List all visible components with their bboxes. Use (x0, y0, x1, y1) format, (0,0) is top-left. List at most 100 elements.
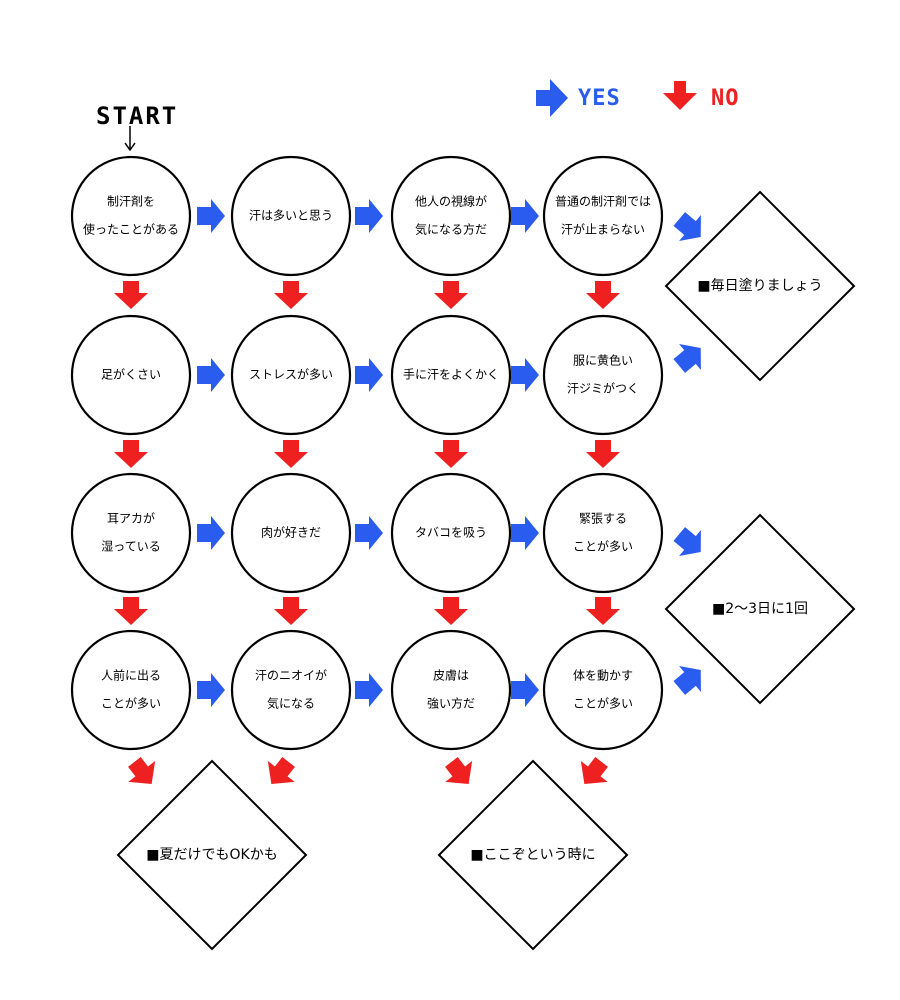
start-label: START (96, 102, 178, 130)
legend-yes-label: YES (578, 86, 621, 111)
yes-arrow-icon (536, 79, 568, 117)
question-label: 皮膚は (433, 668, 469, 683)
question-circle (390, 314, 512, 436)
no-arrow-icon (434, 440, 468, 468)
yes-arrow-icon (673, 212, 701, 242)
question-label: 緊張する (579, 512, 627, 526)
legend-no-label: NO (711, 86, 740, 111)
no-arrow-icon (580, 757, 608, 785)
question-label: 普通の制汗剤では (555, 194, 651, 209)
question-node: 肉が好きだ (230, 472, 352, 594)
no-arrow-icon (114, 281, 148, 309)
no-arrow-icon (267, 757, 295, 785)
question-label: ことが多い (573, 539, 633, 554)
no-arrow-icon (114, 440, 148, 468)
question-label: 使ったことがある (83, 222, 179, 237)
yes-arrow-icon (673, 665, 701, 695)
question-node: 足がくさい (70, 314, 192, 436)
yes-arrow-icon (355, 199, 383, 233)
result-node: ■夏だけでもOKかも (116, 759, 308, 951)
no-arrow-icon (586, 440, 620, 468)
result-node: ■2〜3日に1回 (664, 513, 856, 705)
question-circle (230, 314, 352, 436)
question-node: ストレスが多い (230, 314, 352, 436)
question-label: 服に黄色い (573, 354, 633, 368)
yes-arrow-icon (197, 358, 225, 392)
question-node: タバコを吸う (390, 472, 512, 594)
yes-arrow-icon (511, 516, 539, 550)
question-label: 他人の視線が (415, 194, 487, 209)
question-node: 汗は多いと思う (230, 155, 352, 277)
yes-arrow-icon (355, 673, 383, 707)
question-circle (70, 629, 192, 751)
legend: YES NO (536, 79, 740, 117)
yes-arrow-icon (197, 199, 225, 233)
question-circle (542, 629, 664, 751)
question-label: 強い方だ (427, 696, 475, 711)
result-diamond (664, 190, 856, 382)
no-arrow-icon (586, 281, 620, 309)
no-arrow-icon (274, 281, 308, 309)
question-circle (70, 155, 192, 277)
question-label: 耳アカが (107, 511, 155, 526)
question-label: 汗ジミがつく (567, 381, 639, 396)
no-arrow-icon (128, 757, 156, 785)
no-arrow-icon (434, 281, 468, 309)
question-label: 足がくさい (101, 367, 161, 382)
question-circle (230, 472, 352, 594)
question-circle (230, 629, 352, 751)
yes-arrow-icon (673, 343, 701, 373)
question-circle (390, 472, 512, 594)
question-label: 体を動かす (573, 669, 633, 683)
question-label: 肉が好きだ (261, 525, 321, 540)
no-arrow-icon (274, 440, 308, 468)
no-arrow-icon (114, 597, 148, 625)
question-circle (70, 472, 192, 594)
no-arrow-icon (445, 757, 473, 785)
question-circle (230, 155, 352, 277)
question-circle (542, 314, 664, 436)
question-circle (390, 155, 512, 277)
question-label: 気になる (267, 696, 315, 711)
question-circle (542, 155, 664, 277)
question-label: 湿っている (101, 539, 160, 554)
yes-arrow-icon (511, 673, 539, 707)
result-label: ■2〜3日に1回 (712, 601, 808, 617)
question-label: ことが多い (101, 696, 161, 711)
no-arrow-icon (434, 597, 468, 625)
no-arrow-icon (274, 597, 308, 625)
question-label: 気になる方だ (415, 222, 487, 237)
yes-arrow-icon (673, 527, 701, 557)
yes-arrow-icon (511, 199, 539, 233)
question-label: 人前に出る (101, 668, 161, 683)
no-arrow-icon (663, 81, 697, 110)
start-arrow-icon (124, 126, 136, 152)
result-label: ■夏だけでもOKかも (146, 847, 277, 863)
question-label: 制汗剤を (107, 194, 155, 209)
result-label: ■毎日塗りましょう (697, 277, 822, 294)
question-label: タバコを吸う (415, 526, 487, 540)
yes-arrow-icon (197, 516, 225, 550)
question-label: 汗が止まらない (561, 222, 645, 237)
result-diamond (664, 513, 856, 705)
yes-arrow-icon (355, 358, 383, 392)
question-node: 手に汗をよくかく (390, 314, 512, 436)
yes-arrow-icon (511, 358, 539, 392)
question-circle (70, 314, 192, 436)
question-circle (542, 472, 664, 594)
result-diamond (437, 759, 629, 951)
question-circle (390, 629, 512, 751)
result-diamond (116, 759, 308, 951)
result-node: ■毎日塗りましょう (664, 190, 856, 382)
